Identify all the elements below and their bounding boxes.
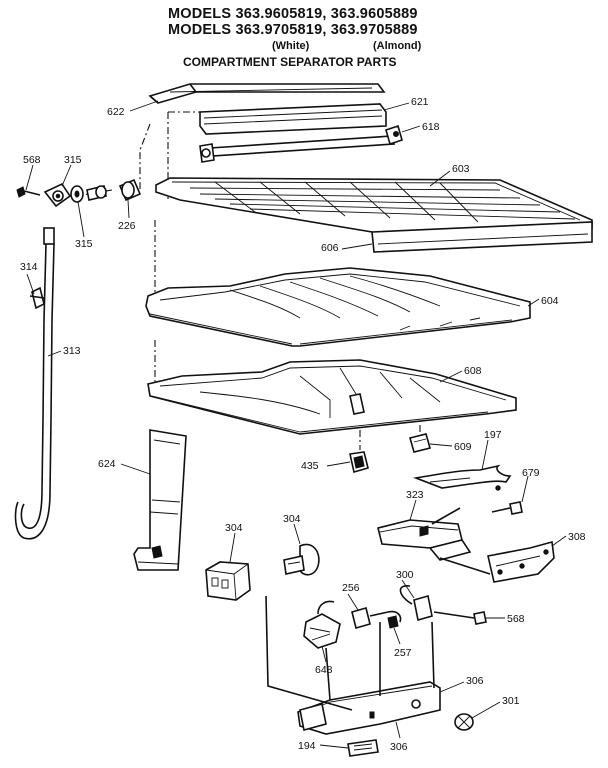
part-568-screw-left [16,186,41,198]
part-301-knob [454,713,474,731]
part-304-switch-box [205,561,251,601]
part-308-bracket [439,540,555,583]
callout-256: 256 [342,582,360,594]
callout-306-lower: 306 [390,741,408,753]
part-315-bracket [43,182,72,208]
callout-314: 314 [20,261,38,273]
almond-label: (Almond) [373,40,422,52]
part-603-shelf [155,177,593,253]
callout-435: 435 [301,460,319,472]
callout-618: 618 [422,121,440,133]
white-label: (White) [272,40,310,52]
part-306-base-housing [265,595,441,735]
callout-300: 300 [396,569,414,581]
callout-301: 301 [502,695,520,707]
part-604-frame [145,267,531,347]
part-624-bracket [133,429,187,571]
part-679-screw [491,501,523,515]
callout-226: 226 [118,220,136,232]
callout-568-right: 568 [507,613,525,625]
part-194-pad [347,739,379,757]
part-313-drain-tube [14,227,55,540]
callout-labels: 622 621 618 568 315 315 226 603 606 314 … [20,96,586,753]
callout-679: 679 [522,467,540,479]
leader-lines [25,100,567,749]
callout-648: 648 [315,664,333,676]
part-226-roller [118,178,142,202]
callout-315-top: 315 [64,154,82,166]
callout-194: 194 [298,740,316,752]
callout-624: 624 [98,458,116,470]
part-621-strip [199,103,387,135]
callout-608: 608 [464,365,482,377]
callout-308: 308 [568,531,586,543]
callout-609: 609 [454,441,472,453]
callout-304-left: 304 [225,522,243,534]
part-608-pan [147,359,517,435]
models-line-1: MODELS 363.9605819, 363.9605889 [168,6,418,22]
part-435-block [349,451,369,474]
part-609-block [409,433,431,453]
callout-304-right: 304 [283,513,301,525]
part-300-connector [399,585,433,622]
part-648-motor [303,600,341,649]
part-257-screw [387,615,399,629]
callout-315-lower: 315 [75,238,93,250]
part-323-housing [377,507,472,561]
part-197-bracket [412,464,512,491]
part-256-plug [351,607,402,629]
callout-568-top: 568 [23,154,41,166]
part-304-knob [283,543,320,576]
part-314-clip [29,286,45,310]
callout-323: 323 [406,489,424,501]
callout-606: 606 [321,242,339,254]
part-315-washer [70,185,107,203]
diagram-subtitle: COMPARTMENT SEPARATOR PARTS [183,55,397,69]
part-618-rod [199,124,403,163]
callout-313: 313 [63,345,81,357]
callout-604: 604 [541,295,559,307]
callout-257: 257 [394,647,412,659]
callout-197: 197 [484,429,502,441]
callout-603: 603 [452,163,470,175]
part-622-channel [148,83,386,104]
callout-306-right: 306 [466,675,484,687]
callout-622: 622 [107,106,125,118]
models-line-2: MODELS 363.9705819, 363.9705889 [168,22,418,38]
callout-621: 621 [411,96,429,108]
part-568-screw-right [433,611,487,625]
